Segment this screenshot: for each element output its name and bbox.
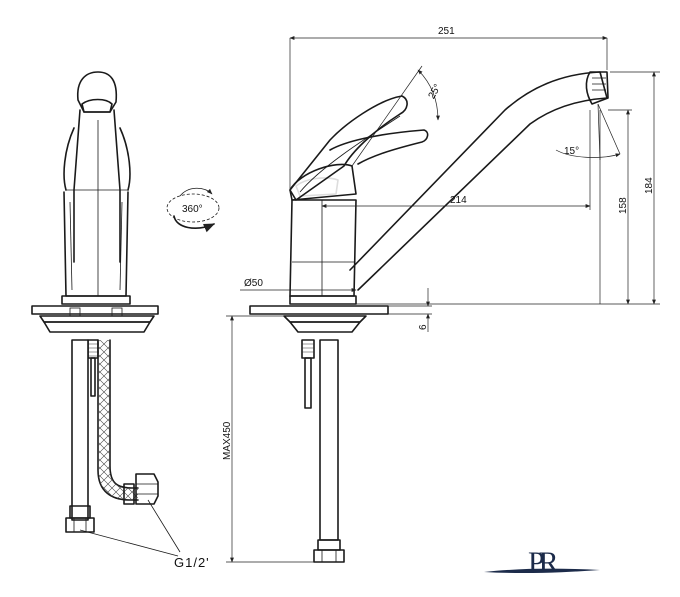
dim-lever-angle: 25° [427, 82, 444, 101]
connection-thread-label: G1/2' [174, 555, 210, 570]
dim-spout-reach: 214 [450, 195, 467, 206]
dim-base-diameter: Ø50 [244, 278, 263, 289]
dimension-lines: 251 214 25° 15° 158 184 Ø50 6 [222, 26, 660, 563]
brand-logo: PR [484, 546, 600, 579]
side-view [249, 71, 609, 563]
dim-total-reach: 251 [438, 26, 455, 37]
dim-spout-angle: 15° [564, 146, 579, 157]
logo-text: PR [528, 546, 559, 579]
dim-hose-length: MAX450 [222, 421, 233, 460]
rotation-360-icon: 360° [166, 187, 220, 233]
front-view: G1/2' [31, 71, 210, 570]
dim-deck-thickness: 6 [418, 324, 429, 330]
dim-total-height: 184 [644, 177, 655, 194]
rotation-label: 360° [182, 204, 203, 215]
dim-spout-height: 158 [618, 197, 629, 214]
